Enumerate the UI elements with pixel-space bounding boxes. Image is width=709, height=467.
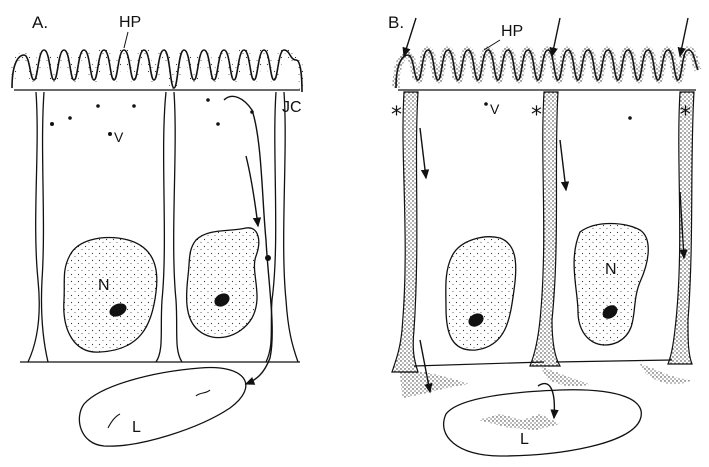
lymph-contents: [478, 414, 560, 430]
intercellular-space-left: [392, 92, 418, 372]
label-v-b: V: [490, 101, 500, 117]
panel-b: B. V HP * * * N L: [388, 13, 698, 456]
intercellular-space-right: [668, 92, 694, 364]
junction-star-mid: *: [531, 103, 542, 128]
panel-a-title: A.: [32, 13, 48, 32]
cell-membrane-mid: [156, 92, 166, 362]
microvilli-coat: [12, 50, 302, 92]
junction-star-right: *: [680, 103, 691, 128]
label-l: L: [132, 419, 141, 436]
label-jc: JC: [282, 99, 302, 116]
nucleus-b-mid: [574, 224, 648, 346]
vesicle-dots: [50, 98, 254, 136]
label-v: V: [114, 129, 124, 145]
label-n-b: N: [605, 261, 617, 278]
cell-membrane-right: [266, 92, 276, 362]
label-l-b: L: [520, 431, 529, 448]
cell-membrane-left: [28, 92, 39, 362]
microvilli-coat-b: [396, 50, 698, 88]
basal-deposit: [400, 364, 692, 398]
lymph-vessel-a: [79, 368, 245, 447]
nucleus-b-left: [446, 237, 516, 350]
panel-a: A. V HP JC N L: [12, 13, 302, 446]
panel-b-title: B.: [388, 13, 404, 32]
nucleus-mid: [187, 228, 259, 338]
nucleus-left: [64, 238, 157, 353]
label-n: N: [98, 277, 110, 294]
intercellular-space-mid: [530, 92, 560, 366]
label-hp-b: HP: [501, 23, 523, 40]
junction-star-left: *: [391, 103, 402, 128]
label-hp: HP: [119, 14, 141, 31]
